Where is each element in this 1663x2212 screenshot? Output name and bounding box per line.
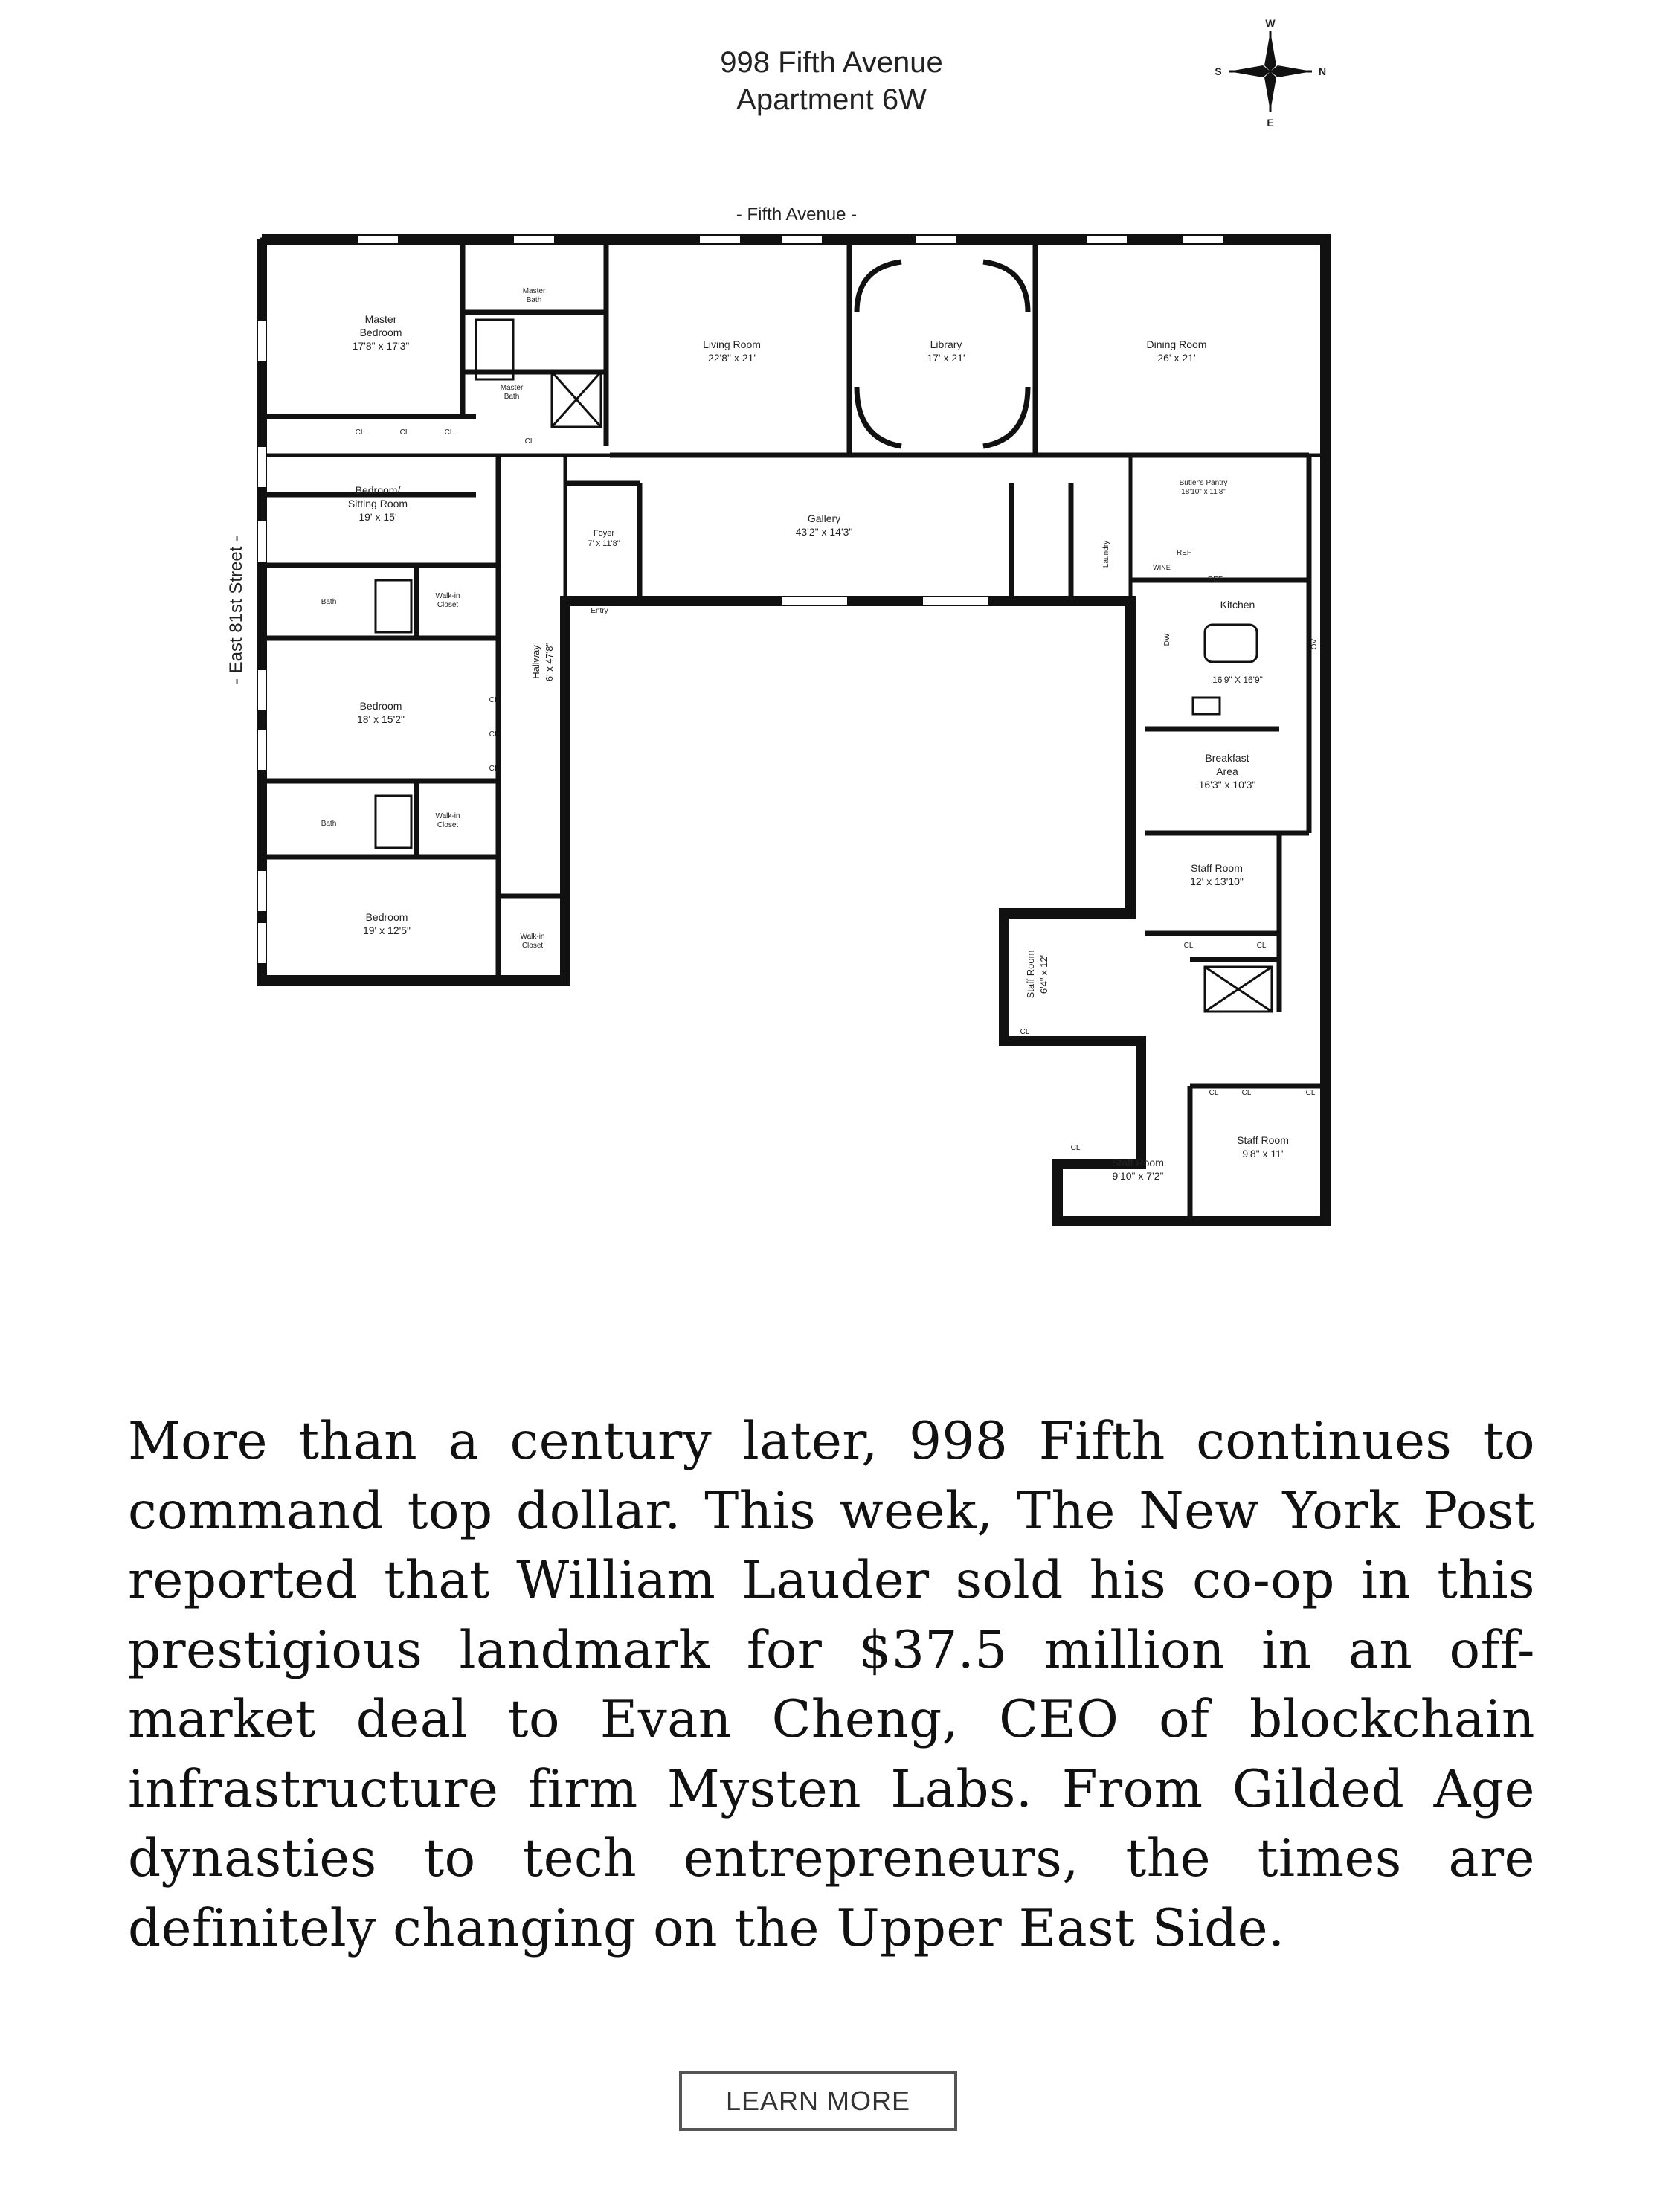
floorplan-image: W E S N - Fifth Avenue - - East 81st Str… [226,17,1331,1226]
room-label: Closet [522,942,544,950]
room-label: Walk-in [436,812,460,820]
fixture-label: OV [1310,638,1319,649]
room-label: Butler's Pantry [1180,479,1228,487]
room-label: Bedroom [360,327,402,338]
room-dimensions: 18'10" x 11'8" [1181,488,1226,496]
closet-label: CL [1209,1089,1219,1097]
room-label: Area [1216,765,1238,777]
room-label: Staff Room [1025,951,1036,999]
room-dimensions: 16'3" x 10'3" [1199,779,1256,791]
room-dimensions: 6' x 47'8" [544,643,555,682]
room-dimensions: 17' x 21' [927,352,965,364]
room-label: Bath [527,296,542,304]
room-label: Staff Room [1191,862,1243,874]
fixture-label: REF [1208,576,1223,584]
room-dimensions: 43'2" x 14'3" [796,526,853,538]
closet-label: CL [356,428,365,437]
room-label: Dining Room [1147,338,1207,350]
closet-label: CL [1257,942,1267,950]
room-label: Gallery [808,512,840,524]
closet-label: CL [489,730,499,739]
room-label: Laundry [1102,541,1110,568]
room-label: Bath [321,598,337,606]
fixture-label: REF [1177,549,1191,557]
room-label: Walk-in [521,933,545,941]
room-label: Hallway [530,645,541,679]
closet-label: CL [1071,1144,1081,1152]
room-dimensions: 6'4" x 12' [1038,955,1049,994]
learn-more-button[interactable]: LEARN MORE [679,2071,957,2131]
floorplan-subtitle: Apartment 6W [736,83,927,116]
street-label-fifth-avenue: - Fifth Avenue - [736,205,857,225]
fixture-label: DW [1163,633,1171,646]
room-dimensions: 9'10" x 7'2" [1113,1170,1164,1182]
room-label: Sitting Room [348,498,408,509]
room-dimensions: 17'8" x 17'3" [353,340,410,352]
closet-label: CL [1306,1089,1316,1097]
room-label: Bedroom [366,911,408,923]
room-label: Bath [321,820,337,828]
compass-s: S [1215,65,1221,77]
closet-label: CL [489,696,499,704]
room-label: Breakfast [1205,752,1249,764]
room-dimensions: 19' x 15' [358,511,396,523]
room-label: Master [365,313,397,325]
fixture-label: WINE [1153,564,1171,571]
closet-label: CL [400,428,410,437]
room-label: Library [930,338,962,350]
room-dimensions: 16'9" X 16'9" [1212,675,1263,685]
room-label: Closet [437,601,459,609]
compass-e: E [1267,117,1273,129]
room-dimensions: 26' x 21' [1157,352,1195,364]
closet-label: CL [1020,1028,1030,1036]
compass-n: N [1319,65,1326,77]
room-dimensions: 18' x 15'2" [357,713,405,725]
room-label: Bath [504,393,520,401]
room-label: Entry [591,607,608,615]
room-label: Bedroom/ [356,484,401,496]
closet-label: CL [489,765,499,773]
room-dimensions: 7' x 11'8" [588,539,620,548]
room-label: Living Room [703,338,761,350]
room-dimensions: 19' x 12'5" [363,925,411,936]
room-label: Master [501,384,524,392]
closet-label: CL [445,428,454,437]
room-dimensions: 12' x 13'10" [1190,875,1244,887]
article-paragraph: More than a century later, 998 Fifth con… [128,1412,1535,1958]
room-label: Closet [437,821,459,829]
room-label: Foyer [594,529,614,538]
room-label: Bedroom [360,700,402,712]
room-label: Kitchen [1220,599,1255,611]
room-label: Staff Room [1112,1157,1164,1168]
floorplan-title: 998 Fifth Avenue [720,46,943,79]
compass-w: W [1265,17,1276,29]
closet-label: CL [1242,1089,1252,1097]
closet-label: CL [525,437,535,446]
closet-label: CL [1184,942,1194,950]
compass-icon: W E S N [1215,17,1326,129]
room-label: Staff Room [1237,1134,1289,1146]
room-dimensions: 9'8" x 11' [1242,1148,1283,1160]
room-label: Walk-in [436,592,460,600]
room-label: Master [523,287,546,295]
street-label-east-81st: - East 81st Street - [226,536,246,684]
room-dimensions: 22'8" x 21' [708,352,756,364]
